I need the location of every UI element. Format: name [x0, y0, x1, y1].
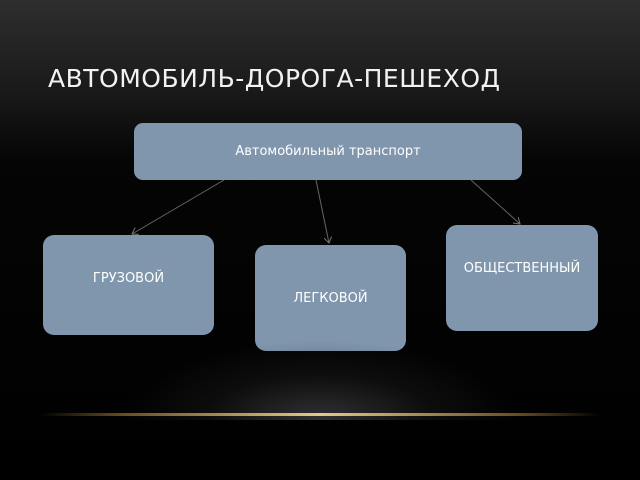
arrow-to-legkovoy: [315, 179, 329, 243]
child-node-obshchestvenny: ОБЩЕСТВЕННЫЙ: [446, 225, 598, 331]
child-node-label: ЛЕГКОВОЙ: [293, 290, 368, 306]
gold-horizon-line: [40, 413, 600, 416]
child-node-label: ОБЩЕСТВЕННЫЙ: [463, 260, 581, 276]
root-node-automobile-transport: Автомобильный транспорт: [134, 123, 522, 180]
slide-title: АВТОМОБИЛЬ-ДОРОГА-ПЕШЕХОД: [48, 64, 501, 93]
child-node-legkovoy: ЛЕГКОВОЙ: [255, 245, 406, 351]
arrow-to-gruzovoy: [132, 179, 225, 234]
arrow-to-obshchestvenny: [470, 179, 520, 224]
floor-glow-decoration: [120, 340, 520, 420]
child-node-gruzovoy: ГРУЗОВОЙ: [43, 235, 214, 335]
child-node-label: ГРУЗОВОЙ: [92, 270, 165, 286]
root-node-label: Автомобильный транспорт: [235, 144, 421, 159]
